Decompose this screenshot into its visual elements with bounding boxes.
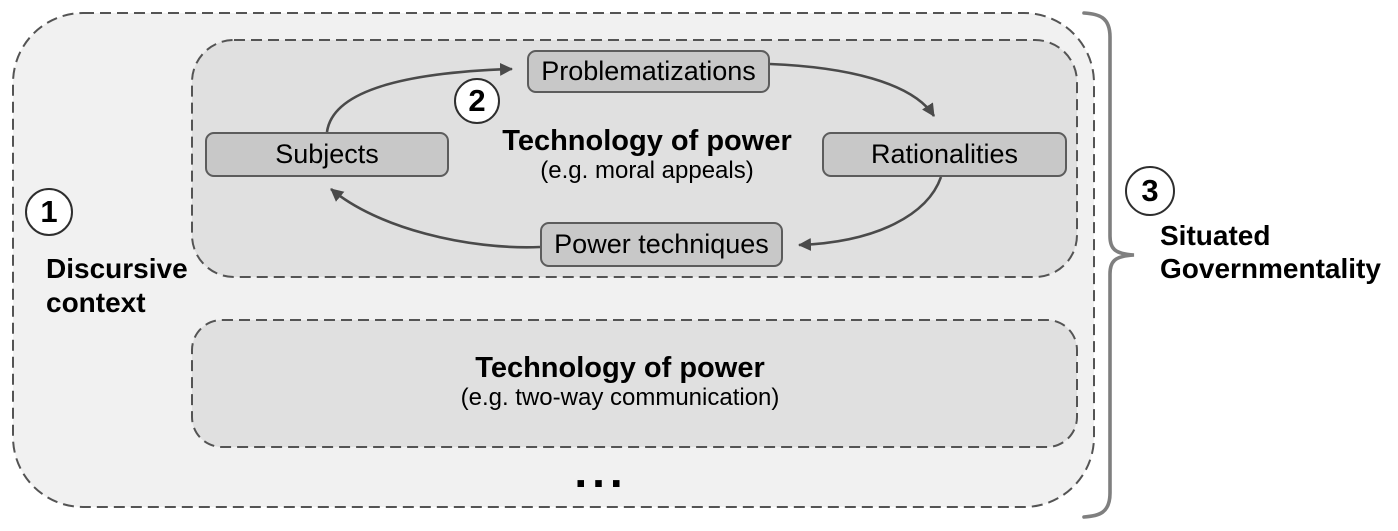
node-problematizations-label: Problematizations <box>541 56 756 86</box>
discursive-context-label: Discursive context <box>46 253 188 318</box>
marker-circle-1-number: 1 <box>40 194 58 229</box>
technology-of-power-box-1 <box>191 39 1078 278</box>
node-subjects: Subjects <box>205 132 449 177</box>
marker-circle-2: 2 <box>454 78 500 124</box>
node-subjects-label: Subjects <box>275 139 379 169</box>
marker-circle-2-number: 2 <box>468 83 486 118</box>
more-technologies-ellipsis: ... <box>574 445 628 497</box>
arrow-rationalities-to-power-techniques-icon <box>798 176 943 252</box>
second-box-title: Technology of power <box>475 352 765 384</box>
cycle-box-heading: Technology of power (e.g. moral appeals) <box>502 126 791 185</box>
curly-brace-icon <box>1082 11 1135 519</box>
marker-circle-1: 1 <box>25 188 73 236</box>
cycle-box-title: Technology of power <box>502 125 792 157</box>
arrow-power-techniques-to-subjects-icon <box>330 188 541 249</box>
situated-governmentality-label: Situated Governmentality <box>1160 220 1381 284</box>
node-power-techniques: Power techniques <box>540 222 783 267</box>
node-power-techniques-label: Power techniques <box>554 229 769 259</box>
technology-of-power-box-2 <box>191 319 1078 448</box>
node-rationalities: Rationalities <box>822 132 1067 177</box>
arrow-subjects-to-problematizations-icon <box>325 62 513 133</box>
second-box-heading: Technology of power (e.g. two-way commun… <box>461 353 780 412</box>
cycle-box-subtitle: (e.g. moral appeals) <box>540 157 754 184</box>
arrow-problematizations-to-rationalities-icon <box>769 62 936 117</box>
marker-circle-3-number: 3 <box>1141 173 1159 208</box>
second-box-subtitle: (e.g. two-way communication) <box>460 384 780 411</box>
marker-circle-3: 3 <box>1125 166 1175 216</box>
node-rationalities-label: Rationalities <box>870 139 1019 169</box>
node-problematizations: Problematizations <box>527 50 770 93</box>
